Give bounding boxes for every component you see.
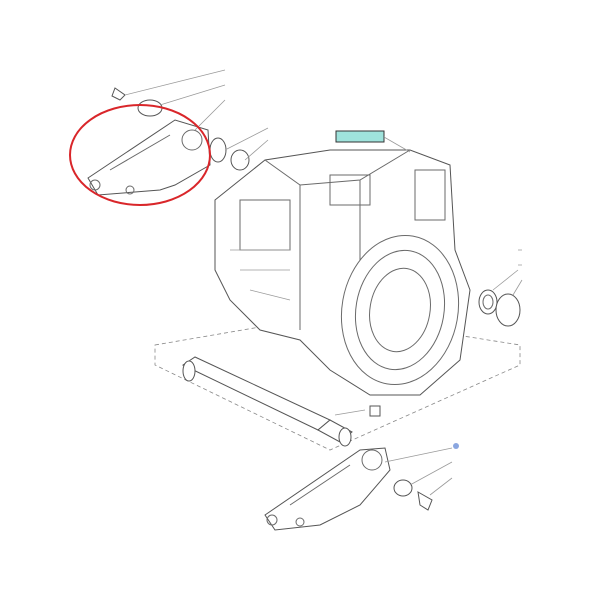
callout-marker — [453, 443, 459, 449]
highlight-ellipse — [69, 104, 211, 206]
transmission-housing — [214, 149, 471, 396]
lower-lift-arm — [264, 447, 453, 531]
upper-lift-arm — [87, 69, 269, 196]
reference-tag — [335, 130, 385, 143]
seal-rings — [478, 249, 523, 327]
splined-shaft — [181, 356, 381, 447]
